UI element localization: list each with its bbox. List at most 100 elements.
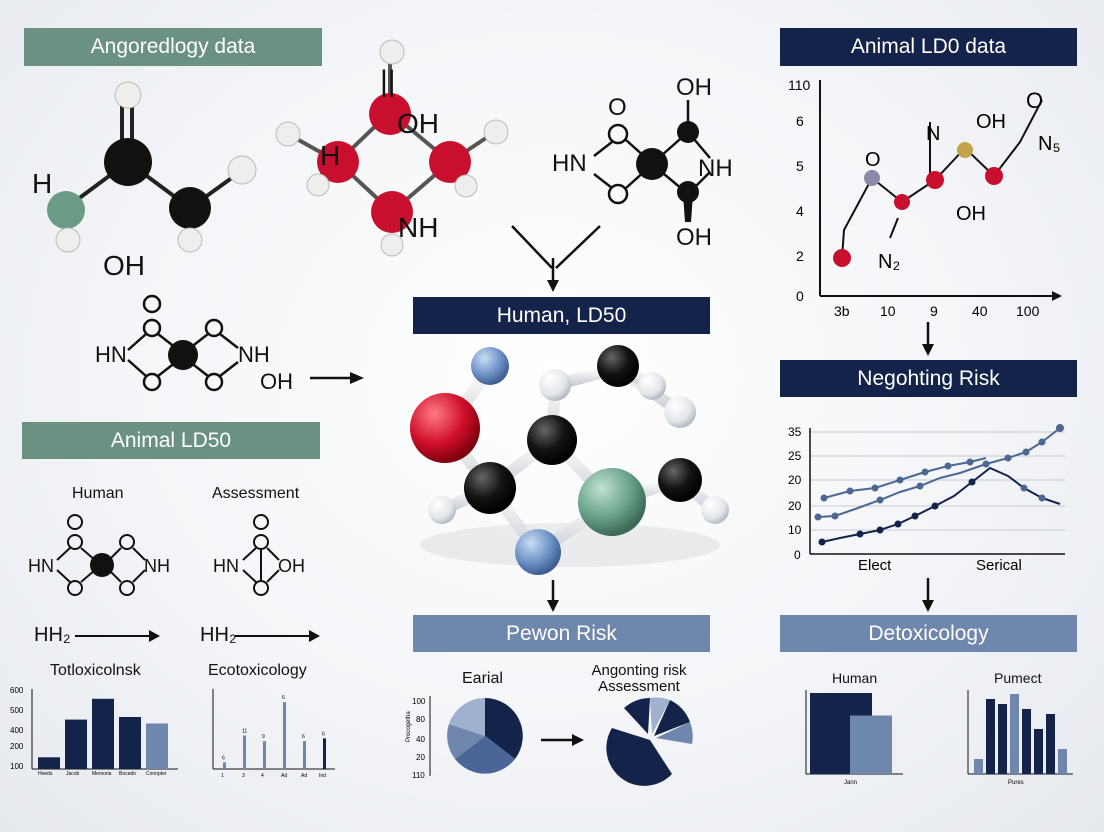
ecotox-xtick: Ind [319, 773, 326, 779]
ld0-x-ticks: 3b 10 9 40 100 [834, 303, 1040, 319]
ecotox-bar [323, 738, 326, 769]
earial-title: Earial [462, 670, 503, 687]
ld0-label: OH [976, 111, 1006, 133]
earial-ytick: 110 [412, 771, 425, 780]
detox-human-category: Jann [844, 780, 857, 786]
ld0-xtick: 3b [834, 303, 850, 319]
m3-oh-bottom-label: OH [676, 224, 712, 251]
ecotox-data-label: 6 [302, 734, 305, 740]
angonting-slice [654, 700, 690, 736]
totlox-chart: 100 200 400 500 600 Heeds Jacob Memoria … [10, 686, 178, 777]
totlox-ytick: 500 [10, 706, 24, 715]
totlox-xtick: Conopter [146, 771, 167, 777]
m2-nh-label: NH [398, 212, 439, 243]
center-3d-molecule [410, 345, 729, 575]
neg-xlabel: Elect [858, 557, 892, 574]
m1-oh-label: OH [103, 250, 145, 281]
human-mol-hh: HH₂ [34, 624, 71, 646]
earial-slice [485, 698, 523, 759]
detox-pumect-bar [974, 759, 983, 774]
animal-ld0-chart: 0 2 4 5 6 110 3b 10 9 40 100 O N OH OH O… [788, 77, 1062, 319]
detox-pumect-bar [1058, 749, 1067, 774]
earial-ytick: 80 [416, 715, 425, 724]
ld0-label: OH [956, 203, 986, 225]
animal-ld50-banner: Animal LD50 [22, 422, 320, 459]
neg-ytick: 0 [794, 548, 801, 562]
assess-mol-oh: OH [278, 556, 305, 576]
angonting-slice [606, 728, 672, 786]
totlox-bar [146, 723, 168, 769]
earial-pie-chart: Procogetha 100 80 40 20 110 [406, 696, 523, 780]
animal-ld0-banner: Animal LD0 data [780, 28, 1077, 66]
m4-hn-label: HN [95, 342, 127, 367]
ecotox-xtick: 1 [221, 773, 224, 779]
ld0-label: N₂ [878, 251, 900, 273]
ecotox-data-label: 11 [242, 729, 247, 735]
human-mol-nh: NH [144, 556, 170, 576]
angoredlogy-banner: Angoredlogy data [24, 28, 322, 66]
detox-pumect-chart: Pures [967, 690, 1073, 786]
ecotox-data-label: 6 [322, 731, 325, 737]
neg-ytick: 25 [788, 449, 802, 463]
m3-nh-label: NH [698, 155, 733, 182]
assessment-mol-title: Assessment [212, 485, 300, 502]
ecotox-bar [243, 735, 246, 769]
ld0-ytick: 4 [796, 203, 804, 219]
ld0-xtick: 40 [972, 303, 988, 319]
m3-oh-top-label: OH [676, 74, 712, 101]
m3-hn-label: HN [552, 150, 587, 177]
ld0-ytick: 0 [796, 288, 804, 304]
totlox-title: Totloxicolnsk [50, 662, 141, 679]
ecotox-bar [223, 762, 226, 769]
detoxicology-banner: Detoxicology [780, 615, 1077, 652]
ecotox-xtick: Ad [301, 773, 307, 779]
ld0-label: O [865, 149, 881, 171]
ld0-ytick: 2 [796, 248, 804, 264]
detox-pumect-category: Pures [1008, 780, 1024, 786]
detox-pumect-bar [1010, 694, 1019, 774]
totlox-xtick: Jacob [66, 771, 80, 777]
totlox-bar [119, 717, 141, 769]
ecotox-bar [283, 702, 286, 769]
m2-o-label: || [380, 65, 396, 98]
angonting-slice [624, 698, 650, 734]
neg-ytick: 20 [788, 499, 802, 513]
angonting-title: Angonting risk Assessment [591, 662, 687, 695]
earial-ytick: 20 [416, 753, 425, 762]
detox-human-chart: Jann [805, 690, 903, 786]
ld0-y-ticks: 0 2 4 5 6 110 [788, 77, 811, 304]
earial-slice [455, 736, 515, 774]
totlox-xtick: Heeds [38, 771, 53, 777]
ld0-label: N₅ [1038, 133, 1061, 155]
totlox-bar [65, 719, 87, 769]
m4-nh-label: NH [238, 342, 270, 367]
ld0-xtick: 10 [880, 303, 896, 319]
angonting-slice [650, 697, 670, 734]
angonting-slice [656, 722, 693, 744]
m1-h-label: H [32, 168, 53, 199]
earial-ytick: 100 [412, 697, 426, 706]
negohting-risk-banner: Negohting Risk [780, 360, 1077, 397]
neg-ytick: 20 [788, 473, 802, 487]
m2-h-label: H [320, 140, 341, 171]
totlox-bar [38, 757, 60, 769]
detox-human-bar [850, 715, 892, 774]
human-assessment-molecules [56, 514, 320, 642]
svg-text:Procogetha: Procogetha [406, 711, 412, 742]
ecotox-data-label: 6 [282, 695, 285, 701]
human-mol-hn: HN [28, 556, 54, 576]
detox-pumect-bar [986, 699, 995, 774]
molecule-2 [275, 39, 509, 257]
assess-mol-hh: HH₂ [200, 624, 237, 646]
totlox-ytick: 200 [10, 742, 24, 751]
assess-mol-hn: HN [213, 556, 239, 576]
negohting-risk-chart: 0 10 20 20 25 35 Elect Serical [788, 424, 1065, 574]
totlox-xtick: Bocedo [119, 771, 136, 777]
totlox-ytick: 100 [10, 762, 24, 771]
earial-slice [449, 698, 485, 736]
neg-ytick: 35 [788, 425, 802, 439]
detox-pumect-bar [1034, 729, 1043, 774]
ecotox-bar [303, 741, 306, 769]
ld0-xtick: 100 [1016, 303, 1040, 319]
